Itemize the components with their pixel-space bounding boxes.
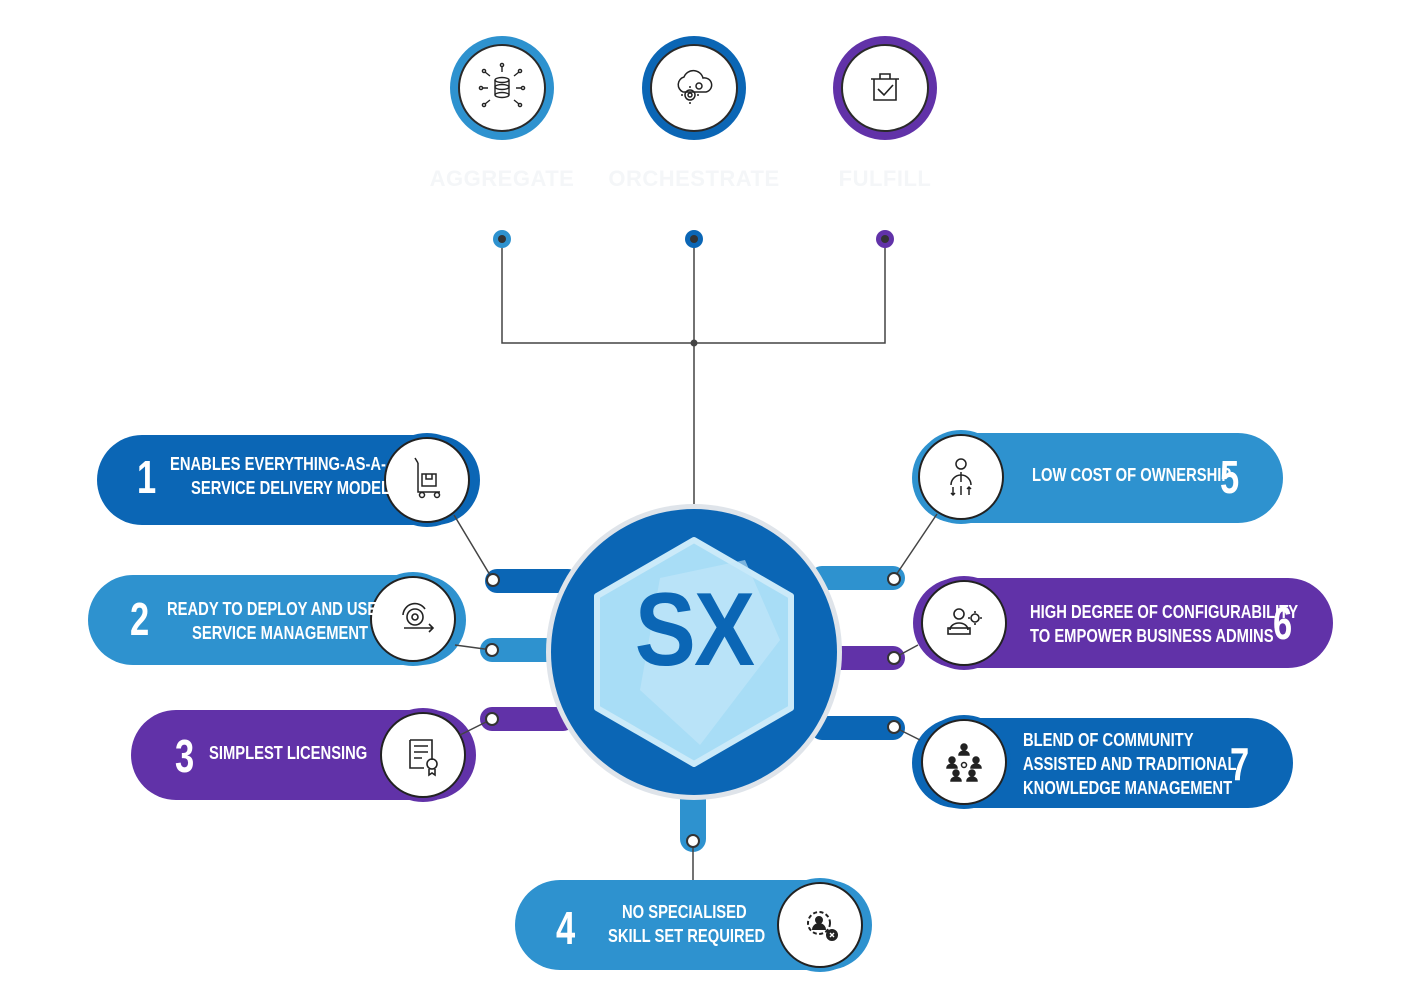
feature-pill-4[interactable] [515,878,872,972]
admin-laptop-icon [947,608,982,635]
feature-text-2a: READY TO DEPLOY AND USE [167,599,378,619]
stage-connector-tree [501,239,886,505]
certificate-icon [409,739,438,777]
stage-aggregate[interactable] [450,36,554,248]
feature-number-5: 5 [1220,451,1240,503]
feature-text-2b: SERVICE MANAGEMENT [192,623,369,643]
feature-text-4b: SKILL SET REQUIRED [608,926,766,946]
feature-pill-2[interactable] [88,572,466,666]
delivery-cart-icon [414,457,441,499]
feature-pill-3[interactable] [131,708,476,802]
hub-label: SX [634,572,755,688]
feature-text-3a: SIMPLEST LICENSING [209,743,368,763]
stage-label-fulfill: FULFILL [838,166,932,191]
stage-fulfill[interactable] [833,36,937,248]
feature-text-7a: BLEND OF COMMUNITY [1023,730,1194,750]
feature-number-7: 7 [1230,738,1250,790]
feature-pill-1[interactable] [97,433,480,527]
feature-text-4a: NO SPECIALISED [622,902,747,922]
person-dollar-icon [950,458,972,497]
stage-orchestrate[interactable] [642,36,746,248]
feature-number-4: 4 [556,902,576,954]
feature-text-6b: TO EMPOWER BUSINESS ADMINS [1030,626,1274,646]
feature-pill-7[interactable] [912,715,1293,809]
community-network-icon [946,743,982,782]
feature-text-7b: ASSISTED AND TRADITIONAL [1023,754,1237,774]
feature-number-3: 3 [175,730,195,782]
data-hub-icon [478,62,526,108]
feature-pill-5[interactable] [912,430,1283,524]
junction-dot [690,339,698,347]
feature-pill-6[interactable] [913,576,1333,670]
sx-hub[interactable] [546,504,842,800]
feature-number-6: 6 [1273,597,1293,649]
deploy-cycle-icon [402,602,435,633]
feature-text-1b: SERVICE DELIVERY MODEL [191,478,391,498]
feature-text-7c: KNOWLEDGE MANAGEMENT [1023,778,1233,798]
feature-text-5a: LOW COST OF OWNERSHIP [1032,465,1232,485]
feature-number-2: 2 [130,593,150,645]
stage-label-orchestrate: ORCHESTRATE [608,166,780,191]
feature-number-1: 1 [137,451,157,503]
pot-check-icon [871,73,899,101]
feature-text-1a: ENABLES EVERYTHING-AS-A- [170,454,386,474]
cloud-gear-icon [677,69,713,104]
feature-text-6a: HIGH DEGREE OF CONFIGURABILITY [1030,602,1299,622]
user-gear-icon [807,911,838,941]
stage-label-aggregate: AGGREGATE [429,166,575,191]
